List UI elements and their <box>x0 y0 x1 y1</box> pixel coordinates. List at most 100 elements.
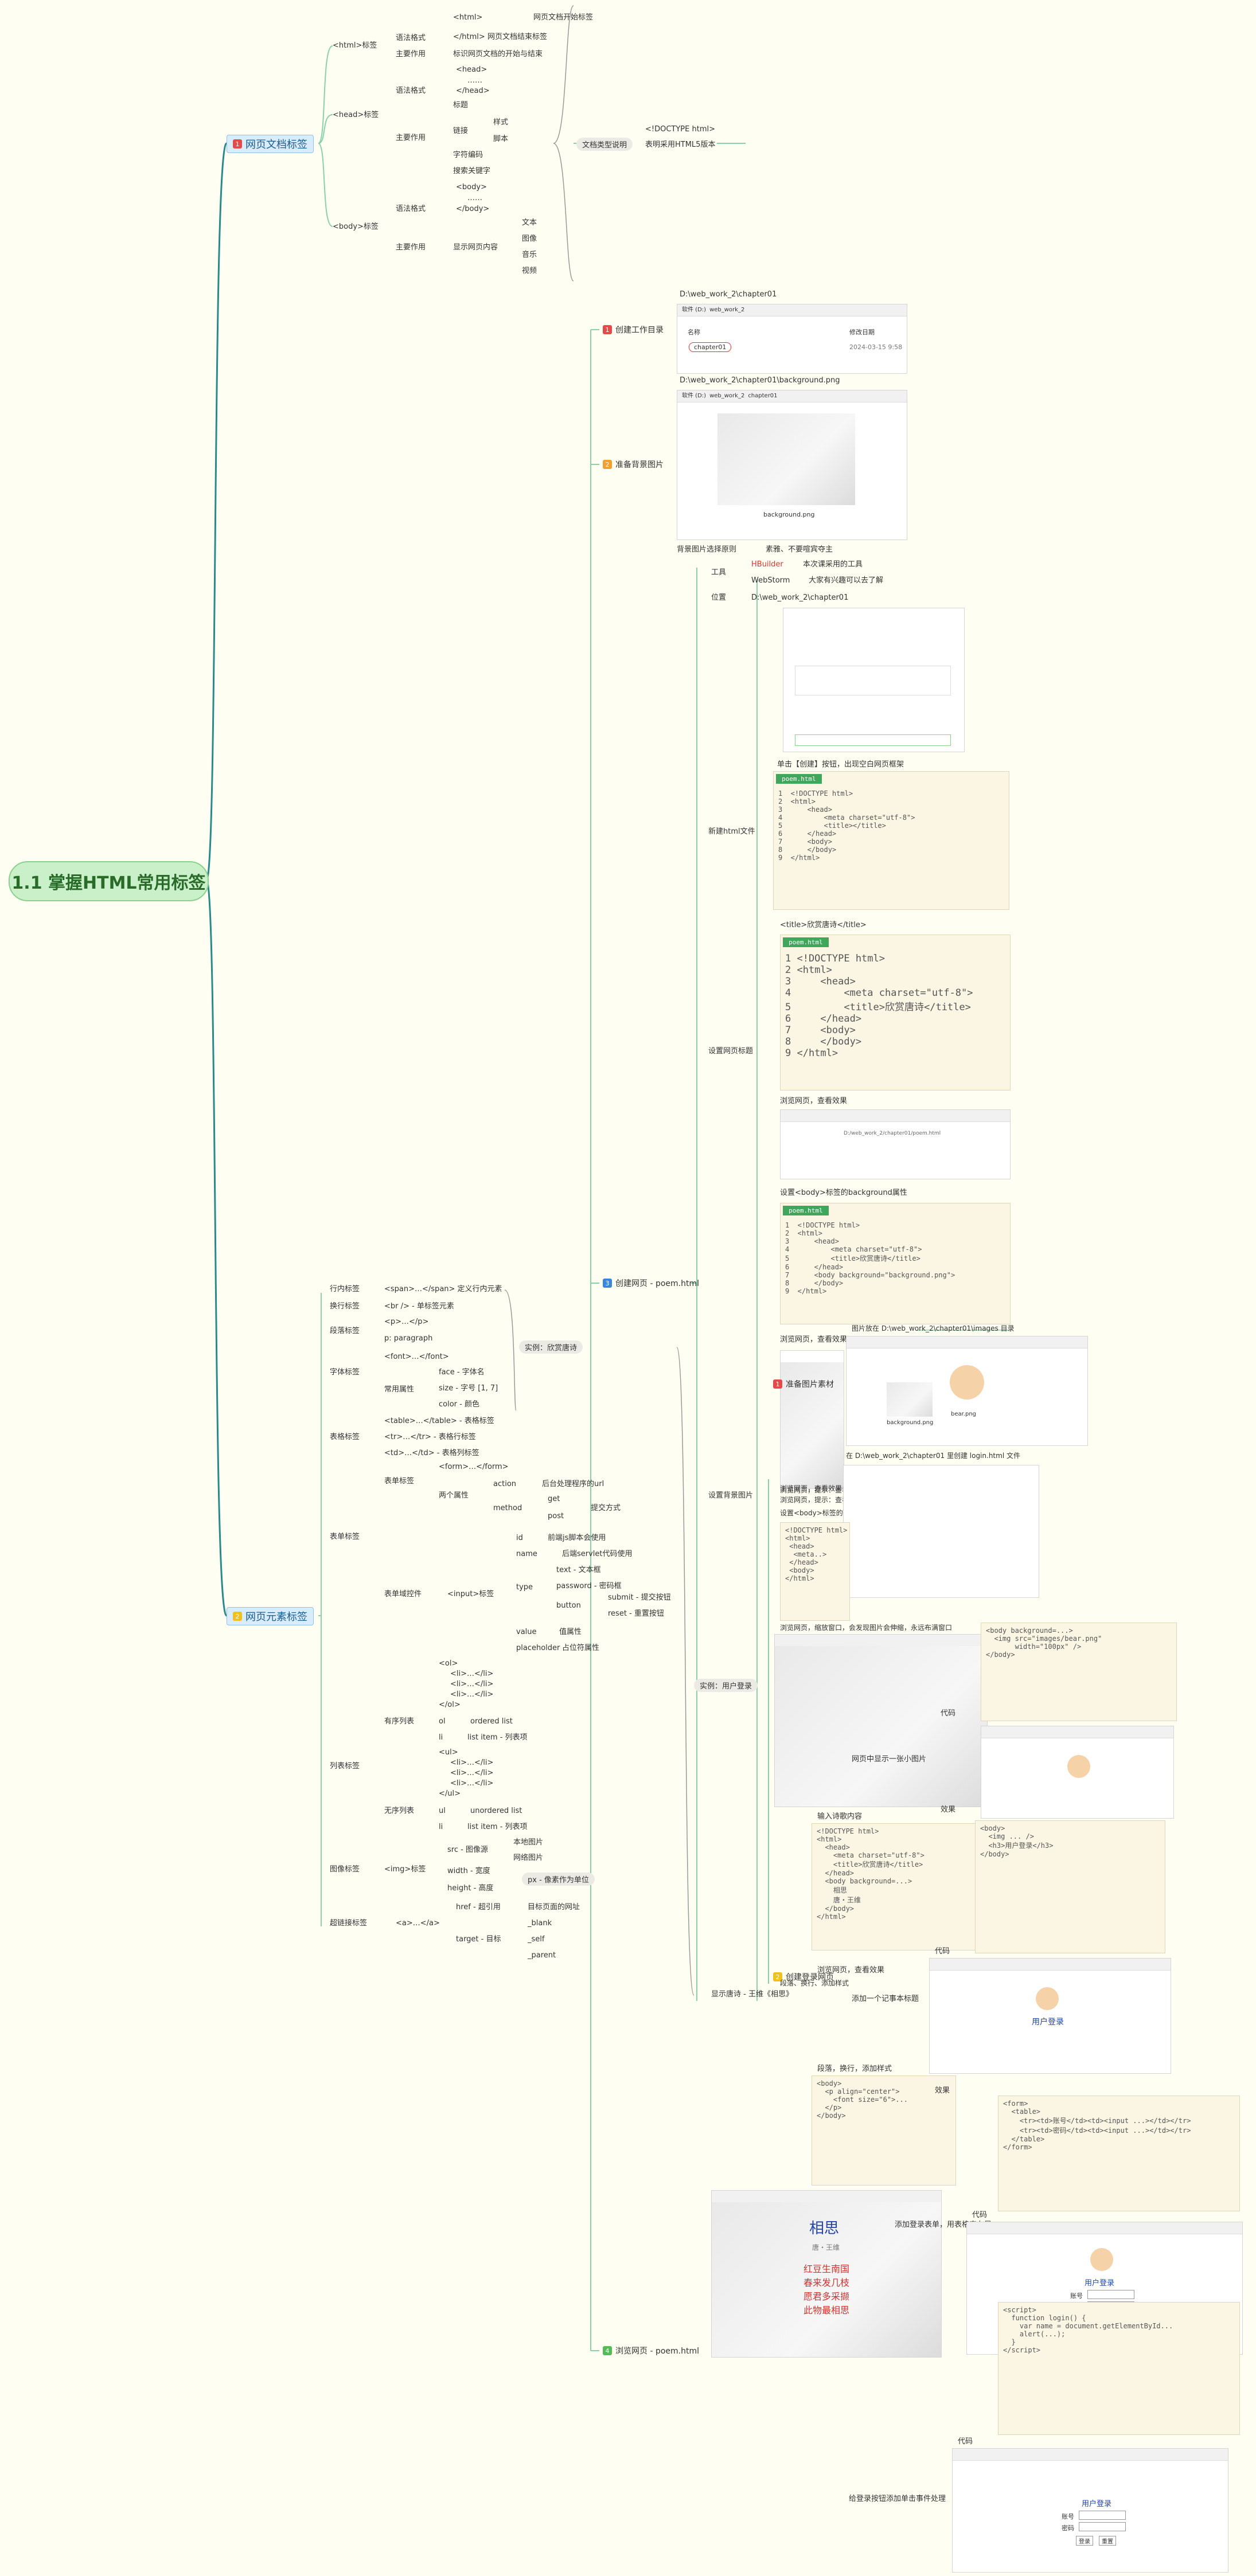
head-item-title: 标题 <box>453 101 469 110</box>
target-parent: _parent <box>528 1951 556 1960</box>
ul-code-2: <li>…</li> <box>450 1758 494 1767</box>
tool-hbuilder: HBuilder <box>751 560 783 569</box>
font-value: <font>…</font> <box>384 1353 449 1361</box>
account-input[interactable] <box>1087 2290 1134 2299</box>
tool-webstorm: WebStorm <box>751 576 790 585</box>
html-purpose: 主要作用 <box>396 50 426 58</box>
type-button: button <box>556 1601 581 1610</box>
ol-value: ordered list <box>470 1717 513 1726</box>
input-attr-id-desc: 前端js脚本会使用 <box>548 1534 606 1542</box>
explorer-col-date: 修改日期 <box>849 329 875 336</box>
password-input-2[interactable] <box>1079 2522 1126 2531</box>
body-close: </body> <box>456 205 490 213</box>
display-poem-label: 显示唐诗 - 王维《相思》 <box>711 1990 793 1999</box>
poem-lines: 红豆生南国 春来发几枝 愿君多采撷 此物最相思 <box>803 2262 849 2317</box>
account-label: 账号 <box>1070 2292 1083 2300</box>
body-item-video: 视频 <box>522 267 537 275</box>
link-label: 超链接标签 <box>330 1919 368 1928</box>
step-2-title: 准备背景图片 <box>615 460 664 470</box>
ol-code-2: <li>…</li> <box>450 1670 494 1678</box>
thumb-background <box>887 1382 933 1417</box>
ol-code-3: <li>…</li> <box>450 1680 494 1688</box>
poem-line-4: 此物最相思 <box>803 2305 850 2316</box>
font-label: 字体标签 <box>330 1368 360 1377</box>
badge-1: 1 <box>233 139 242 148</box>
background-thumbnail <box>717 413 855 505</box>
root-title: 1.1 掌握HTML常用标签 <box>11 873 206 893</box>
title-note: <title>欣赏唐诗</title> <box>780 921 867 929</box>
bg-browser-image <box>781 1362 844 1488</box>
input-attr-placeholder-desc: 占位符属性 <box>562 1644 600 1652</box>
img-step-1-title: 准备图片素材 <box>786 1380 834 1389</box>
dialog-create-button[interactable] <box>795 734 951 746</box>
poem-browser-screenshot: 相思 唐・王维 红豆生南国 春来发几枝 愿君多采撷 此物最相思 <box>711 2190 942 2358</box>
badge-2: 2 <box>233 1612 242 1621</box>
ol-code-5: </ol> <box>439 1701 461 1709</box>
px-note: px - 像素作为单位 <box>522 1873 595 1886</box>
code-label-4: 代码 <box>958 2437 973 2446</box>
poem-code-text: <!DOCTYPE html> <html> <head> <meta char… <box>817 1827 925 1921</box>
code-tab-3: poem.html <box>783 1206 829 1215</box>
p-value-1: <p>…</p> <box>384 1318 429 1326</box>
p-value-2: p: paragraph <box>384 1334 433 1343</box>
ul-code: <ul> <li>…</li> <li>…</li> <li>…</li> </… <box>439 1748 493 1799</box>
step-3-badge: 3 <box>603 1279 612 1288</box>
step-1-create-dir: 1 创建工作目录 <box>599 323 667 336</box>
type-reset: reset - 重置按钮 <box>608 1609 664 1618</box>
location-value: D:\web_work_2\chapter01 <box>751 593 849 602</box>
span-value: <span>…</span> 定义行内元素 <box>384 1285 502 1293</box>
account-label-2: 账号 <box>1062 2513 1074 2520</box>
doc-tags-title: 网页文档标签 <box>245 139 307 151</box>
poem-code: <!DOCTYPE html> <html> <head> <meta char… <box>812 1823 1002 1950</box>
html-syntax: 语法格式 <box>396 34 426 42</box>
table-label: 表格标签 <box>330 1433 360 1441</box>
main-topic-element-tags: 2 网页元素标签 <box>227 1607 314 1625</box>
li-tag: li <box>439 1733 443 1742</box>
step-4-badge: 4 <box>603 2346 612 2355</box>
bg-code: poem.html 1 <!DOCTYPE html> 2 <html> 3 <… <box>780 1203 1011 1324</box>
new-file-dialog-screenshot <box>783 608 965 752</box>
input-attr-name: name <box>516 1550 537 1558</box>
img-width: width - 宽度 <box>447 1867 490 1875</box>
password-label-2: 密码 <box>1062 2524 1074 2532</box>
login-button-2[interactable]: 登录 <box>1076 2536 1093 2546</box>
img-crumb-2: web_work_2 <box>709 393 745 399</box>
title-browser-screenshot: D:/web_work_2/chapter01/poem.html <box>780 1109 1011 1179</box>
input-attr-value-desc: 值属性 <box>559 1628 582 1636</box>
form-attr-label: 两个属性 <box>439 1491 469 1500</box>
folder-chapter01[interactable]: chapter01 <box>689 342 732 352</box>
li-tag-2: li <box>439 1823 443 1831</box>
file-background: background.png <box>887 1420 934 1426</box>
img-step-1-note: 图片放在 D:\web_work_2\chapter01\images 目录 <box>852 1324 1015 1332</box>
head-item-style: 样式 <box>493 118 509 127</box>
body-item-text: 文本 <box>522 218 537 227</box>
example-poem-bubble: 实例：欣赏唐诗 <box>519 1340 583 1354</box>
html-close: </html> <box>453 33 485 41</box>
code-label-2: 代码 <box>935 1947 950 1956</box>
step-2-bg-image: 2 准备背景图片 <box>599 458 667 471</box>
step-3-title: 创建网页 - poem.html <box>615 1279 699 1288</box>
login-text-browse: 浏览网页，查看效果 <box>780 1484 842 1492</box>
explorer-col-name: 名称 <box>688 329 700 336</box>
html-purpose-value: 标识网页文档的开始与结束 <box>453 50 543 58</box>
login-heading-3: 用户登录 <box>1082 2500 1112 2508</box>
target-self: _self <box>528 1935 545 1944</box>
font-attr-face: face - 字体名 <box>439 1368 485 1377</box>
form-control-label: 表单域控件 <box>384 1590 422 1598</box>
empty-page-code-text: 1 <!DOCTYPE html> 2 <html> 3 <head> 4 <m… <box>778 789 915 862</box>
reset-button-2[interactable]: 重置 <box>1099 2536 1116 2546</box>
code-tab-2: poem.html <box>783 937 829 947</box>
ol-code: <ol> <li>…</li> <li>…</li> <li>…</li> </… <box>439 1659 493 1710</box>
code-tab: poem.html <box>776 774 822 784</box>
link-root-doc <box>205 142 228 881</box>
click-code-text: <script> function login() { var name = d… <box>1003 2306 1173 2354</box>
html-tag: <html>标签 <box>333 41 377 50</box>
body-syntax: 语法格式 <box>396 205 426 213</box>
login-text-resize: 浏览网页，缩放窗口，会发现图片会伸缩，永远布满窗口 <box>780 1624 953 1632</box>
empty-page-code: poem.html 1 <!DOCTYPE html> 2 <html> 3 <… <box>773 771 1009 910</box>
bear-icon-3 <box>1090 2248 1113 2271</box>
type-text: text - 文本框 <box>556 1566 601 1574</box>
set-title-label: 设置网页标题 <box>708 1047 754 1056</box>
account-input-2[interactable] <box>1079 2511 1126 2520</box>
